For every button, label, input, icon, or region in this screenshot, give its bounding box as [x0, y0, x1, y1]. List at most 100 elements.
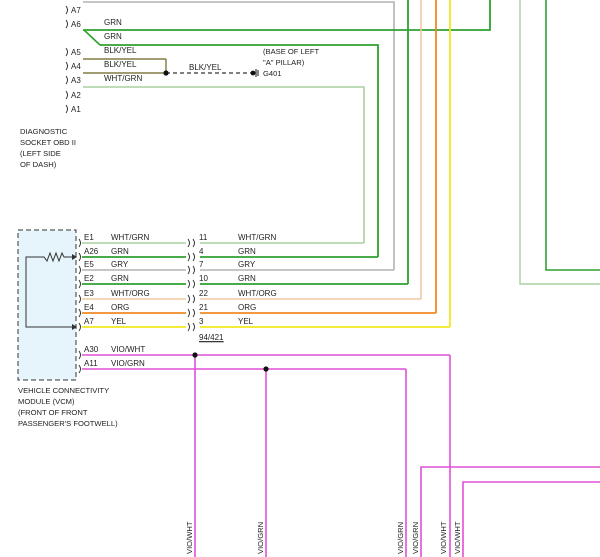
vcm-pin-label: E5 — [84, 260, 94, 269]
pin-mark — [78, 350, 81, 360]
pin-mark — [78, 265, 81, 275]
vcm-label-line3: (FRONT OF FRONT — [18, 408, 88, 417]
bottom-wire-label: VIO/GRN — [396, 522, 405, 554]
bottom-wire-label: VIO/WHT — [439, 521, 448, 554]
connector-pin-number: 21 — [199, 303, 208, 312]
vcm-lower-pin-label: A11 — [84, 359, 98, 368]
pin-mark — [78, 238, 81, 248]
obd-label-line4: OF DASH) — [20, 160, 57, 169]
vcm-wire-left-label: GRY — [111, 260, 129, 269]
connector-pin-number: 10 — [199, 274, 208, 283]
vcm-pin-label: E3 — [84, 289, 94, 298]
obd-pin-label: A7 — [71, 6, 81, 15]
vcm-wire-left-label: WHT/ORG — [111, 289, 150, 298]
pin-mark — [187, 322, 190, 332]
bottom-wire-label: VIO/GRN — [256, 522, 265, 554]
vcm-wire-right-label: WHT/GRN — [238, 233, 276, 242]
obd-wire-label: GRN — [104, 18, 122, 27]
resistor-icon — [25, 251, 77, 330]
vcm-wire-right-label: WHT/ORG — [238, 289, 277, 298]
splice-blkyel — [163, 70, 169, 76]
pin-mark — [65, 104, 68, 114]
ground-location-line2: "A" PILLAR) — [263, 58, 305, 67]
pin-mark — [78, 364, 81, 374]
obd-pin-label: A5 — [71, 48, 81, 57]
vcm-wire-left-label: GRN — [111, 247, 129, 256]
pin-mark — [192, 294, 195, 304]
wire-grn-2 — [100, 44, 379, 257]
pin-mark — [78, 279, 81, 289]
bottom-wire-labels: VIO/WHT VIO/GRN VIO/GRN VIO/GRN VIO/WHT VIO/W… — [185, 521, 462, 554]
pin-mark — [65, 5, 68, 15]
obd-pin-label: A1 — [71, 105, 81, 114]
vcm-lower-wire-label: VIO/GRN — [111, 359, 145, 368]
connector-pin-number: 4 — [199, 247, 204, 256]
obd-pin-label: A2 — [71, 91, 81, 100]
bottom-wire-label: VIO/GRN — [411, 522, 420, 554]
pin-mark — [78, 294, 81, 304]
pin-mark — [187, 252, 190, 262]
vcm-wire-right-label: YEL — [238, 317, 254, 326]
pin-mark — [192, 279, 195, 289]
pin-mark — [187, 238, 190, 248]
obd-label-line3: (LEFT SIDE — [20, 149, 61, 158]
vcm-pin-label: A26 — [84, 247, 99, 256]
vcm-label-line4: PASSENGER'S FOOTWELL) — [18, 419, 118, 428]
bottom-wire-label: VIO/WHT — [185, 521, 194, 554]
splice-vio-wht — [192, 352, 198, 358]
obd-label-line2: SOCKET OBD II — [20, 138, 76, 147]
vcm-pin-label: A7 — [84, 317, 94, 326]
pin-mark — [192, 238, 195, 248]
pin-mark — [65, 90, 68, 100]
bottom-wire-label: VIO/WHT — [453, 521, 462, 554]
pin-mark — [65, 19, 68, 29]
obd-wire-label: GRN — [104, 32, 122, 41]
splice-vio-grn — [263, 366, 269, 372]
connector-id: 94/421 — [199, 333, 224, 342]
wire-a7-gry-top — [83, 1, 395, 270]
vcm-wire-right-label: GRN — [238, 247, 256, 256]
vcm-pin-label: E4 — [84, 303, 94, 312]
wires — [82, 0, 600, 557]
pin-mark — [65, 47, 68, 57]
obd-wire-label: BLK/YEL — [104, 60, 137, 69]
vcm-wire-right-label: ORG — [238, 303, 256, 312]
wire-vio-right-1 — [420, 466, 600, 557]
vcm-wire-left-label: ORG — [111, 303, 129, 312]
ground-location-line1: (BASE OF LEFT — [263, 47, 319, 56]
pin-mark — [192, 265, 195, 275]
vcm-wire-right-label: GRN — [238, 274, 256, 283]
obd-wire-label: WHT/GRN — [104, 74, 142, 83]
vcm-label-line2: MODULE (VCM) — [18, 397, 75, 406]
wire-right-grn-box — [545, 0, 600, 271]
vcm-lower-pin-label: A30 — [84, 345, 99, 354]
wire-right-whtgrn-box — [519, 0, 600, 285]
wire-a6-diag — [83, 29, 101, 46]
pin-mark — [187, 279, 190, 289]
vcm-wire-left-label: GRN — [111, 274, 129, 283]
connector-pin-number: 11 — [199, 233, 208, 242]
vcm-label-line1: VEHICLE CONNECTIVITY — [18, 386, 109, 395]
vcm-wire-left-label: WHT/GRN — [111, 233, 149, 242]
vcm-pin-label: E2 — [84, 274, 94, 283]
pin-mark — [192, 308, 195, 318]
pin-mark — [192, 252, 195, 262]
vcm-wire-left-label: YEL — [111, 317, 127, 326]
wire-a3-whtgrn — [83, 86, 365, 243]
vcm-lower-wire-label: VIO/WHT — [111, 345, 145, 354]
vcm-wire-right-label: GRY — [238, 260, 256, 269]
pin-mark — [65, 61, 68, 71]
obd-pin-label: A6 — [71, 20, 81, 29]
ground-id: G401 — [263, 69, 282, 78]
connector-pin-number: 7 — [199, 260, 204, 269]
vcm-lower-connector: A30 VIO/WHT A11 VIO/GRN — [78, 345, 145, 374]
pin-mark — [187, 308, 190, 318]
obd-wire-label: BLK/YEL — [104, 46, 137, 55]
pin-mark — [65, 75, 68, 85]
pin-mark — [78, 308, 81, 318]
wire-vio-right-2 — [462, 481, 600, 557]
pin-mark — [187, 265, 190, 275]
